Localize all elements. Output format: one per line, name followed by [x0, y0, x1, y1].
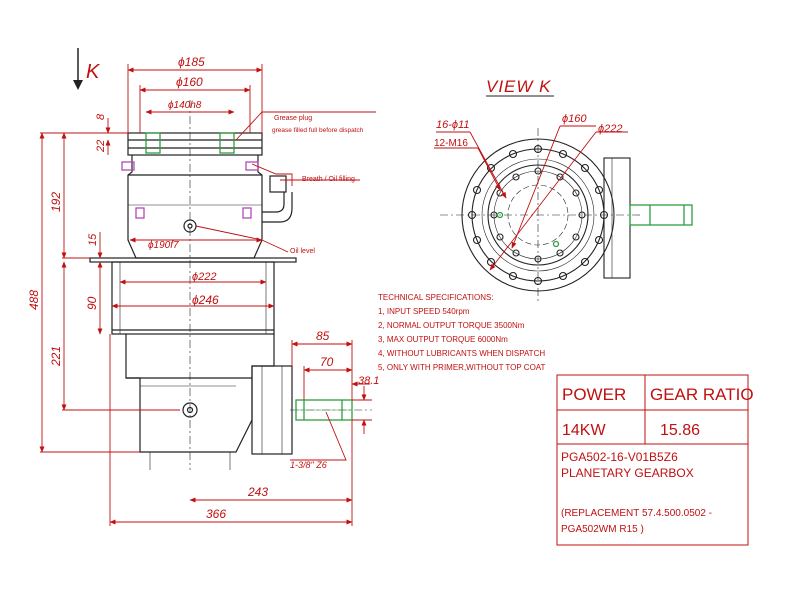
- side-view: [89, 100, 372, 470]
- power-header: POWER: [562, 385, 626, 404]
- top-flange: [127, 132, 263, 156]
- replacement-line-1: (REPLACEMENT 57.4.500.0502 -: [561, 508, 712, 519]
- view-k-diagram: [440, 128, 640, 302]
- dim-488: 488: [27, 290, 41, 310]
- spec-line-2: 2, NORMAL OUTPUT TORQUE 3500Nm: [378, 321, 525, 330]
- ratio-value: 15.86: [660, 422, 700, 439]
- dim-190: ϕ190f7: [148, 240, 179, 251]
- dim-d140: ϕ140h8: [168, 100, 202, 111]
- model-line-1: PGA502-16-V01B5Z6: [561, 450, 678, 464]
- view-k-d160: ϕ160: [562, 113, 587, 125]
- view-k-dim-lines: [434, 125, 628, 271]
- callout-grease-plug: Grease plug: [274, 115, 312, 122]
- dim-90: 90: [85, 296, 99, 310]
- callout-grease-note: grease filled full before dispatch: [272, 127, 364, 134]
- dim-thread: 1-3/8" Z6: [290, 460, 327, 470]
- input-housing: [251, 365, 293, 455]
- dim-222: ϕ222: [192, 271, 216, 283]
- dim-366: 366: [206, 507, 226, 521]
- spec-line-5: 5, ONLY WITH PRIMER,WITHOUT TOP COAT: [378, 363, 546, 372]
- view-k-shaft: [496, 204, 693, 248]
- view-k-holes: 16-ϕ11: [436, 119, 469, 131]
- shaft-parts: [145, 132, 353, 421]
- spec-line-3: 3, MAX OUTPUT TORQUE 6000Nm: [378, 335, 508, 344]
- dim-8: 8: [95, 113, 107, 120]
- view-k-title: VIEW K: [486, 77, 552, 96]
- dimension-lines: [39, 64, 376, 526]
- dim-d185: ϕ185: [178, 55, 205, 69]
- spec-line-1: 1, INPUT SPEED 540rpm: [378, 307, 470, 316]
- plug-marks: [121, 161, 259, 219]
- callout-breath: Breath / Oil filling: [302, 176, 355, 183]
- threaded-holes: [490, 167, 586, 263]
- view-k-d222: ϕ222: [598, 123, 622, 135]
- dim-38: 38.1: [358, 375, 379, 387]
- dim-243: 243: [247, 485, 268, 499]
- tech-specs: TECHNICAL SPECIFICATIONS: 1, INPUT SPEED…: [378, 293, 546, 372]
- callout-oil-level: Oil level: [290, 248, 315, 255]
- power-value: 14KW: [562, 422, 606, 439]
- dim-15: 15: [87, 233, 99, 246]
- model-line-2: PLANETARY GEARBOX: [561, 466, 694, 480]
- input-boss: [603, 157, 631, 279]
- dim-85: 85: [316, 329, 330, 343]
- dim-221: 221: [49, 346, 63, 367]
- dim-246: ϕ246: [192, 293, 219, 307]
- view-k-m16: 12-M16: [434, 138, 468, 149]
- dim-d160: ϕ160: [176, 75, 203, 89]
- replacement-line-2: PGA502WM R15 ): [561, 524, 644, 535]
- view-k-arrow-label: K: [86, 61, 101, 83]
- dim-192: 192: [49, 192, 63, 212]
- specs-title: TECHNICAL SPECIFICATIONS:: [378, 293, 494, 302]
- view-k-arrow: [73, 48, 83, 90]
- dim-70: 70: [320, 355, 334, 369]
- spec-line-4: 4, WITHOUT LUBRICANTS WHEN DISPATCH: [378, 349, 545, 358]
- ratio-header: GEAR RATIO: [650, 385, 754, 404]
- dim-22: 22: [95, 140, 107, 153]
- bolt-holes-outer: [467, 144, 609, 286]
- breather-elbow: [262, 192, 293, 223]
- main-flange: [111, 261, 275, 335]
- title-block: [556, 374, 749, 546]
